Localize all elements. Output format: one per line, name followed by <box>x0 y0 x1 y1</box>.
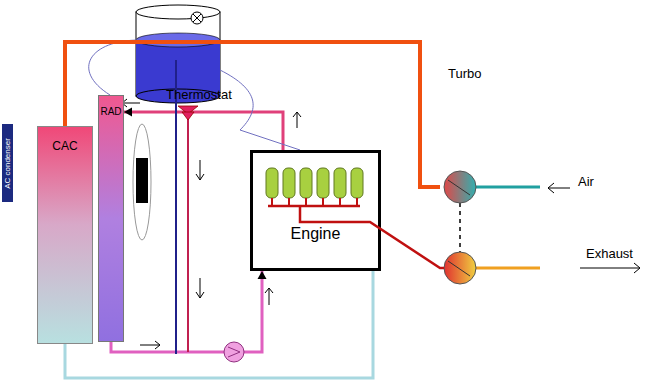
turbocharger <box>448 180 470 195</box>
ac-condenser: AC condenser <box>2 124 13 202</box>
turbocharger <box>459 203 461 252</box>
pipe-line <box>124 112 283 150</box>
turbocharger <box>580 263 640 273</box>
expansion-tank <box>136 12 220 96</box>
cooling-fan <box>133 124 151 240</box>
arrow-head <box>124 108 132 117</box>
water-pump <box>228 347 240 357</box>
engine-cylinders <box>351 168 363 198</box>
engine-cylinders <box>317 168 329 198</box>
air-label: Air <box>578 174 594 189</box>
radiator: RAD <box>98 95 124 342</box>
charge-air-cooler: CAC <box>37 126 93 344</box>
thermostat-valve <box>178 106 198 120</box>
turbocharger <box>444 252 476 284</box>
thermostat-valve <box>182 112 194 120</box>
bypass-line <box>196 160 204 180</box>
turbocharger <box>475 186 540 189</box>
turbocharger <box>444 171 476 203</box>
expansion-tank <box>191 12 203 24</box>
engine-cylinders <box>300 168 312 198</box>
expansion-tank <box>136 5 220 19</box>
bypass-line <box>140 341 160 349</box>
pipe-line <box>111 271 262 352</box>
node-label: CAC <box>52 139 77 153</box>
thermostat-label: Thermostat <box>166 87 232 102</box>
coolant-pipe <box>124 108 283 151</box>
vent-line <box>89 40 140 95</box>
turbocharger <box>475 267 540 270</box>
expansion-tank <box>193 14 201 22</box>
node-label: Engine <box>291 225 341 243</box>
node-label: AC condenser <box>3 138 12 189</box>
bypass-line <box>196 278 204 298</box>
vent-line <box>175 60 177 354</box>
turbocharger <box>548 183 570 193</box>
engine-cylinders <box>334 168 346 198</box>
engine-cylinders <box>283 168 295 198</box>
water-pump <box>224 342 244 362</box>
exhaust-label: Exhaust <box>586 246 633 261</box>
bypass-line <box>122 99 140 107</box>
engine-cylinders <box>266 168 278 198</box>
cooling-fan <box>136 158 148 203</box>
bypass-line <box>187 112 189 352</box>
turbo-label: Turbo <box>448 66 481 81</box>
cooling-fan <box>133 124 151 240</box>
water-pump <box>224 342 244 362</box>
node-label: RAD <box>100 106 121 117</box>
turbocharger <box>444 171 640 284</box>
turbocharger <box>448 261 470 276</box>
vent-line <box>220 70 300 150</box>
arrow-head <box>258 271 267 279</box>
bypass-line <box>293 112 301 128</box>
bypass-line <box>265 288 273 305</box>
vent-line <box>89 40 300 354</box>
